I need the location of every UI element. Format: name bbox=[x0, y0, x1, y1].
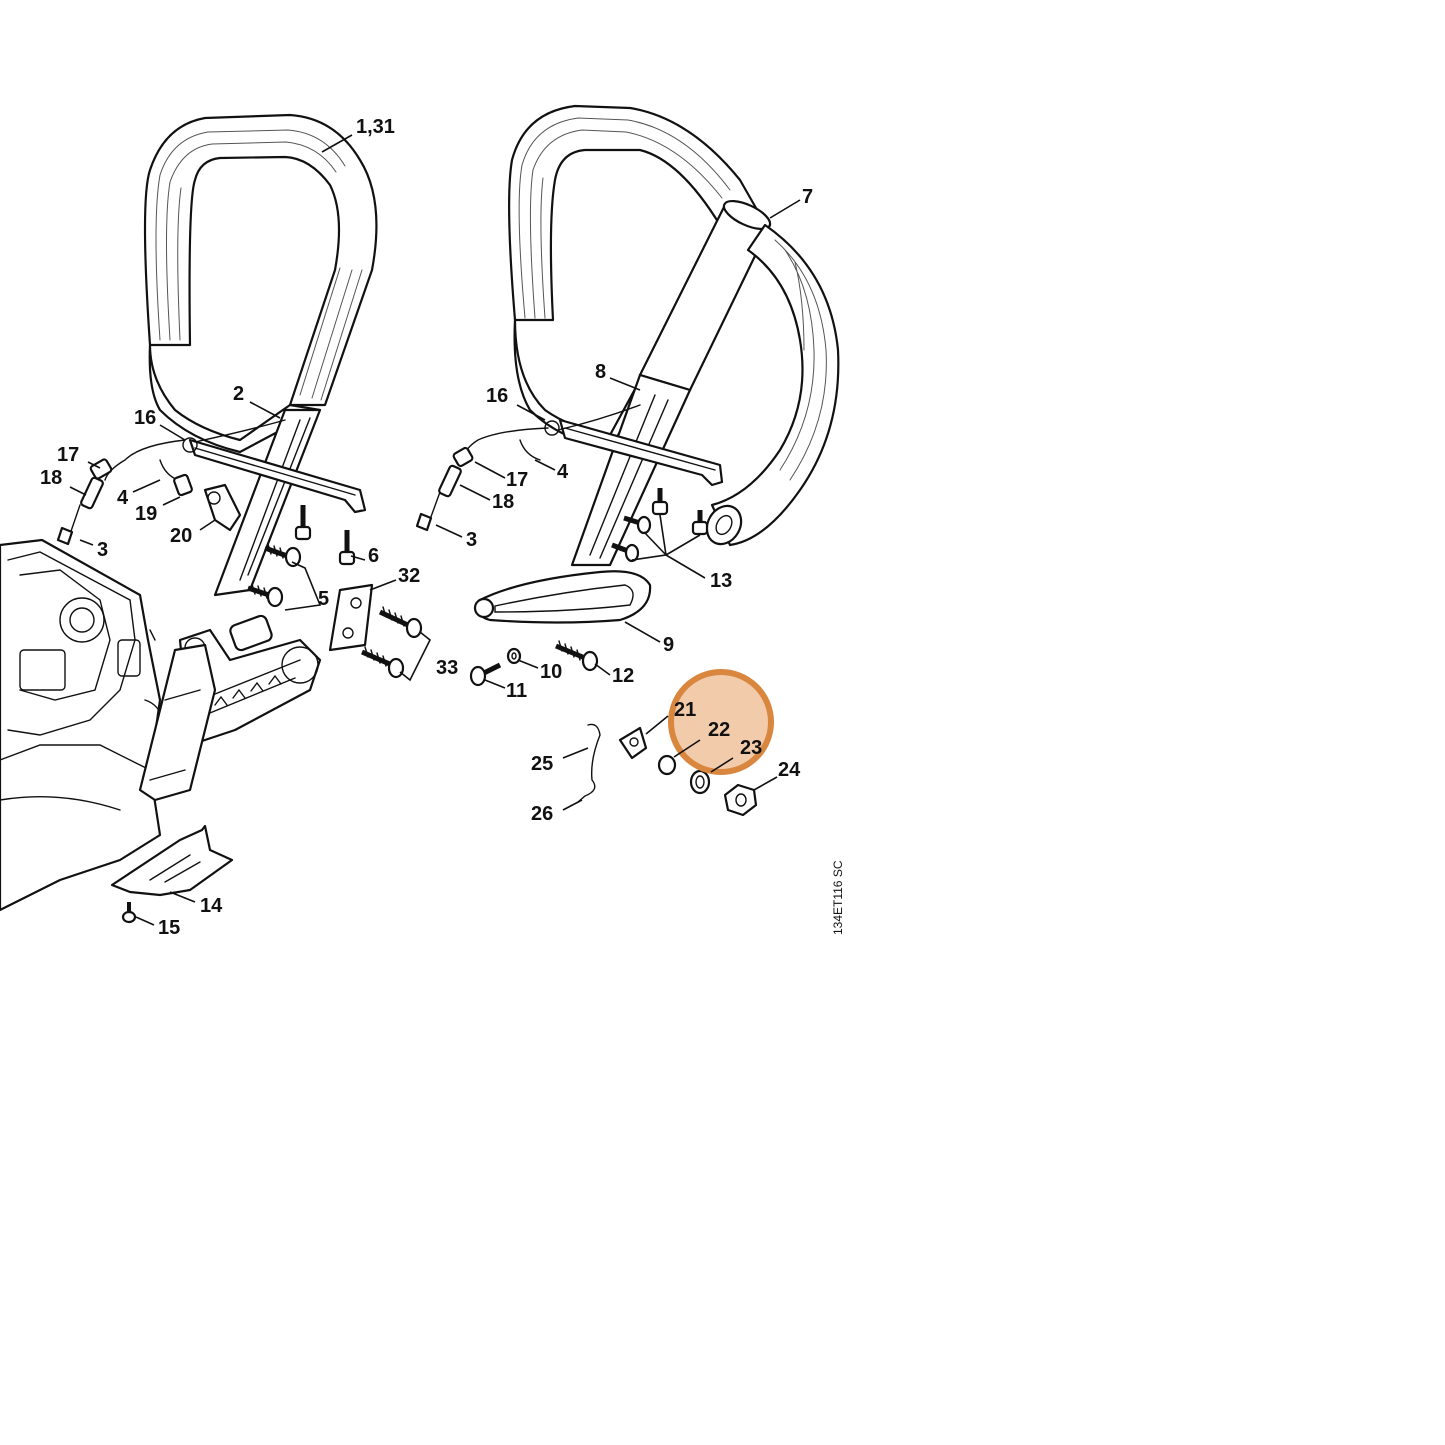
callout-13: 13 bbox=[710, 570, 732, 592]
callout-9: 9 bbox=[663, 634, 674, 656]
callout-15: 15 bbox=[158, 917, 180, 939]
callout-18-left: 18 bbox=[40, 467, 62, 489]
guard-9 bbox=[473, 570, 652, 624]
callout-16-right: 16 bbox=[486, 385, 508, 407]
bracket-14-screw-15 bbox=[110, 824, 234, 924]
small-hardware-10-12 bbox=[469, 640, 599, 687]
callout-3-left: 3 bbox=[97, 539, 108, 561]
callout-5: 5 bbox=[318, 588, 329, 610]
screw-5b bbox=[247, 583, 284, 608]
callout-2: 2 bbox=[233, 383, 244, 405]
screw-5a bbox=[264, 543, 302, 568]
hardware-21-26 bbox=[577, 723, 758, 817]
callout-33: 33 bbox=[436, 657, 458, 679]
callout-4-left: 4 bbox=[117, 487, 129, 509]
callout-14: 14 bbox=[200, 895, 223, 917]
wire-assembly-right bbox=[415, 404, 641, 532]
screws-13 bbox=[611, 488, 709, 579]
callout-1-31: 1,31 bbox=[356, 116, 395, 138]
callout-17-left: 17 bbox=[57, 444, 79, 466]
callout-6: 6 bbox=[368, 545, 379, 567]
callout-11: 11 bbox=[506, 680, 527, 702]
callout-21: 21 bbox=[674, 699, 696, 721]
wire-assembly-left bbox=[56, 419, 286, 546]
callout-3-right: 3 bbox=[466, 529, 477, 551]
handlebar-right bbox=[508, 104, 840, 567]
callout-17-right: 17 bbox=[506, 469, 528, 491]
callout-8: 8 bbox=[595, 361, 606, 383]
callout-7: 7 bbox=[802, 186, 813, 208]
callout-25: 25 bbox=[531, 753, 553, 775]
callout-20: 20 bbox=[170, 525, 192, 547]
callout-18-right: 18 bbox=[492, 491, 514, 513]
bracket-32-and-screws-33 bbox=[328, 583, 432, 682]
callout-24: 24 bbox=[778, 759, 801, 781]
handlebar-left bbox=[143, 113, 378, 597]
callout-26: 26 bbox=[531, 803, 553, 825]
callout-leaders bbox=[69, 134, 801, 926]
callout-16-left: 16 bbox=[134, 407, 156, 429]
callout-4-right: 4 bbox=[557, 461, 569, 483]
chainsaw-housing bbox=[0, 538, 322, 912]
callout-22: 22 bbox=[708, 719, 730, 741]
callout-32: 32 bbox=[398, 565, 420, 587]
callout-10: 10 bbox=[540, 661, 562, 683]
callout-23: 23 bbox=[740, 737, 762, 759]
document-code: 134ET116 SC bbox=[831, 860, 845, 935]
callout-19: 19 bbox=[135, 503, 157, 525]
screws-left bbox=[247, 505, 356, 611]
screw-6b bbox=[338, 530, 356, 566]
screw-6a bbox=[294, 505, 312, 541]
highlight-marker bbox=[668, 669, 774, 775]
callout-labels: 1,31 2 3 3 4 4 5 6 7 8 9 10 11 12 13 14 … bbox=[40, 116, 813, 939]
callout-12: 12 bbox=[612, 665, 634, 687]
